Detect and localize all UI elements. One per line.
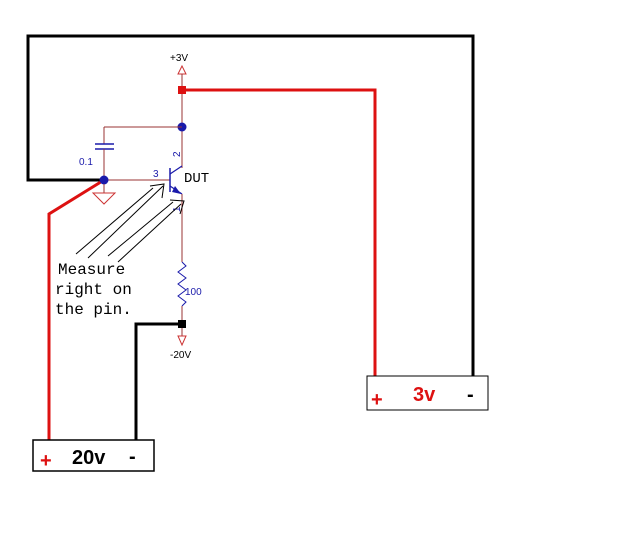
device-label: DUT: [184, 171, 209, 187]
pin-emitter-label: 1: [172, 206, 183, 212]
black-lead-20v: [134, 322, 182, 442]
supply-3v-plus: +: [371, 389, 383, 411]
vplus-arrow: [177, 64, 187, 75]
note-line-1: Measure: [58, 261, 125, 279]
vplus-node: [178, 86, 186, 94]
transistor-collector-leg: [169, 165, 183, 175]
supply-20v: + 20v -: [32, 439, 155, 472]
vminus-node: [178, 320, 186, 328]
vminus-arrow: [177, 335, 187, 347]
note-line-3: the pin.: [55, 301, 132, 319]
transistor-emitter-arrow: [172, 186, 181, 194]
annotation-arrow-emitter: [107, 199, 185, 263]
red-lead-3v: [182, 88, 377, 380]
capacitor-label: 0.1: [79, 157, 93, 168]
base-node: [99, 175, 109, 185]
red-lead-20v: [47, 178, 105, 442]
vminus-label: -20V: [170, 350, 191, 361]
supply-3v-voltage: 3v: [413, 384, 436, 406]
resistor-label: 100: [185, 287, 202, 298]
supply-3v: + 3v -: [366, 375, 489, 411]
supply-20v-plus: +: [40, 450, 52, 472]
supply-20v-minus: -: [129, 446, 136, 468]
annotation-arrow-base: [75, 183, 165, 259]
pin-collector-label: 2: [172, 151, 183, 157]
resistor-icon: [177, 261, 187, 307]
black-lead-top: [26, 34, 475, 380]
pin-base-label: 3: [153, 169, 159, 180]
note-line-2: right on: [55, 281, 132, 299]
vplus-label: +3V: [170, 53, 188, 64]
supply-3v-minus: -: [467, 384, 474, 406]
supply-20v-voltage: 20v: [72, 447, 106, 469]
ground-icon: [91, 192, 117, 205]
